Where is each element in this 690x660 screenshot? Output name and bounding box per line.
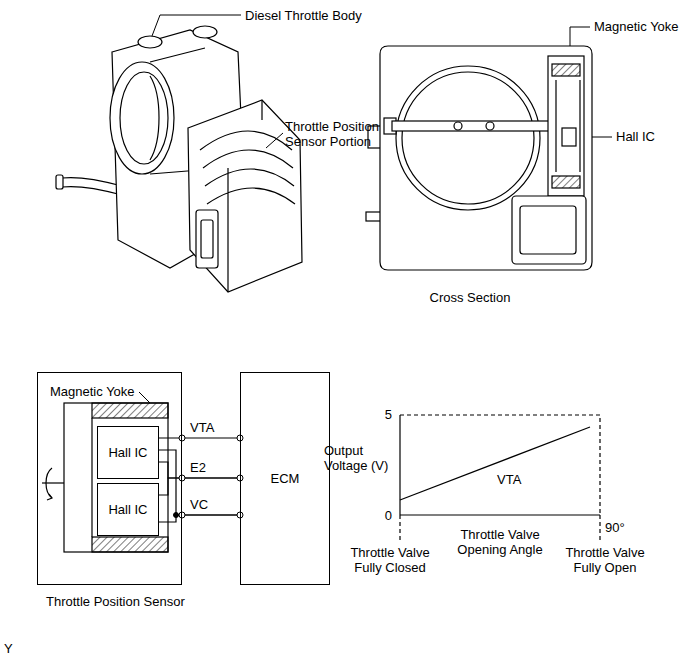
signal-wire bbox=[159, 515, 240, 522]
signal-wire bbox=[159, 437, 240, 438]
cross-section-drawing bbox=[366, 46, 592, 270]
hall-ic-box: Hall IC bbox=[97, 426, 159, 479]
vta-curve bbox=[400, 427, 590, 500]
hall-ic bbox=[562, 128, 576, 146]
motor-detail bbox=[520, 206, 576, 254]
sensor-assembly bbox=[548, 56, 584, 196]
throat-bore bbox=[120, 72, 168, 164]
magnetic-yoke bbox=[64, 403, 168, 552]
axis-tick-value: 5 bbox=[372, 407, 392, 422]
screw bbox=[486, 122, 494, 130]
signal-wire bbox=[159, 450, 240, 515]
part-name: Magnetic Yoke bbox=[50, 384, 135, 399]
leader-lines bbox=[139, 15, 612, 403]
x-axis bbox=[400, 514, 600, 515]
axis-tick-value: 0 bbox=[372, 508, 392, 523]
dashed-guide bbox=[400, 415, 600, 540]
axis-title: Throttle Valve Opening Angle bbox=[445, 527, 555, 557]
signal-name: VC bbox=[190, 497, 208, 512]
throttle-shaft bbox=[392, 121, 560, 131]
magnetic-yoke bbox=[552, 64, 580, 76]
shaft-symbol bbox=[42, 482, 64, 483]
axis-annotation: Throttle Valve Fully Closed bbox=[335, 545, 445, 575]
terminal bbox=[179, 512, 185, 518]
box-label: ECM bbox=[271, 471, 300, 486]
part-name: Throttle Position Sensor Portion bbox=[285, 119, 400, 149]
magnetic-yoke bbox=[552, 176, 580, 188]
yoke-edge bbox=[91, 418, 92, 537]
box-heading: Throttle Position Sensor bbox=[46, 594, 185, 609]
rotation-arrow bbox=[47, 494, 52, 500]
rotation-arrow bbox=[46, 468, 52, 498]
box-label: Hall IC bbox=[108, 502, 147, 517]
screw bbox=[454, 122, 462, 130]
yoke-hatched bbox=[92, 403, 168, 418]
body-plate bbox=[380, 46, 592, 270]
part-name: Hall IC bbox=[616, 129, 655, 144]
mounting-boss bbox=[193, 26, 217, 38]
view-caption: Cross Section bbox=[420, 290, 520, 305]
motor-housing bbox=[512, 196, 586, 264]
axis-tick-value: 90° bbox=[605, 520, 625, 535]
mounting-boss bbox=[138, 36, 162, 48]
terminal bbox=[179, 435, 185, 441]
curve-label: VTA bbox=[497, 472, 521, 487]
signal-name: VTA bbox=[190, 420, 214, 435]
bore-inner bbox=[402, 72, 534, 204]
sensor-box: Throttle Position SensorHall ICHall IC bbox=[37, 372, 182, 585]
throat-flange bbox=[110, 62, 174, 174]
sensor-housing bbox=[188, 100, 302, 292]
throat-inner bbox=[150, 76, 159, 160]
hose-pipe bbox=[62, 177, 122, 195]
sensor-detail bbox=[556, 80, 580, 172]
connector-socket bbox=[201, 220, 213, 258]
connector bbox=[196, 210, 218, 268]
yoke-hatched bbox=[92, 537, 168, 552]
hose-end bbox=[56, 175, 63, 189]
signal-wire bbox=[159, 478, 240, 495]
box-label: Hall IC bbox=[108, 445, 147, 460]
leader-line bbox=[139, 392, 150, 403]
figure-code: Y bbox=[4, 641, 13, 656]
leader-line bbox=[152, 15, 241, 36]
axis-title: Output Voltage (V) bbox=[324, 443, 398, 473]
sensor-schematic bbox=[42, 403, 168, 552]
terminals bbox=[174, 435, 244, 518]
hall-ic-box: Hall IC bbox=[97, 483, 159, 536]
terminal bbox=[179, 475, 185, 481]
bore-outer bbox=[396, 66, 540, 210]
throttle-body-drawing bbox=[56, 26, 302, 292]
part-name: Magnetic Yoke bbox=[594, 19, 679, 34]
ecm-box: ECM bbox=[240, 372, 330, 585]
signal-name: E2 bbox=[190, 460, 206, 475]
junction-dot bbox=[174, 513, 179, 518]
axis-annotation: Throttle Valve Fully Open bbox=[555, 545, 655, 575]
part-name: Diesel Throttle Body bbox=[245, 8, 362, 23]
leader-line bbox=[266, 133, 283, 148]
output-graph bbox=[400, 415, 600, 540]
